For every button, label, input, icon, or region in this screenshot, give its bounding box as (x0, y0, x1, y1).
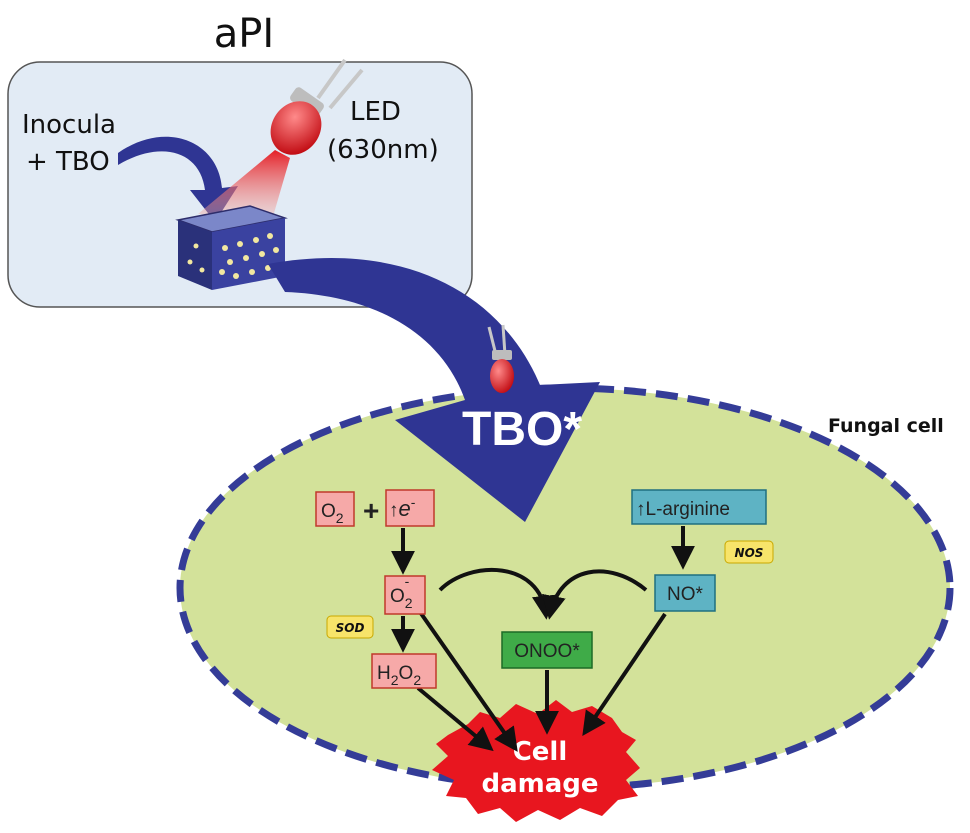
svg-text:O2: O2 (321, 501, 344, 526)
light-beam (198, 150, 290, 220)
activation-arrow (268, 258, 600, 522)
inocula-arrow (118, 136, 238, 222)
led-wires (316, 58, 364, 110)
sod-enzyme-tag: SOD (326, 615, 374, 639)
electron-symbol: e (399, 496, 411, 521)
led-small-icon (487, 324, 514, 393)
cell-damage-label-2: damage (481, 769, 598, 799)
nitric-oxide-box: NO* (654, 574, 716, 612)
superoxide-charge: - (405, 573, 410, 589)
electron-charge: - (411, 494, 416, 510)
hydrogen-peroxide-box: H2O2 (371, 653, 437, 689)
oxygen-subscript: 2 (336, 510, 344, 526)
fungal-cell-label: Fungal cell (828, 415, 944, 437)
inocula-label: Inocula (22, 110, 116, 140)
h2o2-h: H (377, 663, 391, 684)
nitric-oxide-label: NO* (667, 584, 704, 605)
activated-tbo-label: TBO* (462, 403, 582, 456)
superoxide-box: O2 - (384, 573, 426, 615)
oxygen-symbol: O (321, 501, 336, 522)
sod-label: SOD (336, 621, 365, 635)
oxygen-box: O2 (315, 491, 355, 527)
pathway-arrows (391, 526, 695, 752)
cell-damage-label-1: Cell (513, 737, 568, 767)
nos-label: NOS (735, 546, 764, 560)
h2o2-sub2: 2 (413, 672, 421, 688)
led-label: LED (350, 97, 401, 127)
inoculum-well-icon (175, 205, 288, 290)
l-arginine-name: L-arginine (646, 499, 731, 520)
superoxide-symbol: O (390, 586, 405, 607)
svg-text:↑e-: ↑e- (389, 494, 416, 521)
peroxynitrite-label: ONOO* (514, 641, 580, 662)
l-arginine-up-arrow: ↑ (636, 499, 646, 520)
led-icon (270, 101, 322, 155)
plus-sign: + (363, 495, 379, 526)
diagram-title: aPI (214, 11, 274, 57)
peroxynitrite-box: ONOO* (501, 631, 593, 669)
h2o2-o: O (399, 663, 414, 684)
electron-box: ↑e- (385, 489, 435, 527)
superoxide-subscript: 2 (405, 595, 413, 611)
l-arginine-box: ↑L-arginine (631, 489, 767, 525)
h2o2-sub1: 2 (391, 672, 399, 688)
nos-enzyme-tag: NOS (724, 540, 774, 564)
tbo-addition-label: + TBO (26, 147, 110, 177)
svg-text:H2O2: H2O2 (377, 663, 421, 688)
svg-text:O2-: O2 - (390, 573, 413, 611)
svg-text:↑L-arginine: ↑L-arginine (636, 499, 730, 520)
electron-up-arrow: ↑ (389, 500, 399, 521)
wavelength-label: (630nm) (327, 135, 439, 165)
